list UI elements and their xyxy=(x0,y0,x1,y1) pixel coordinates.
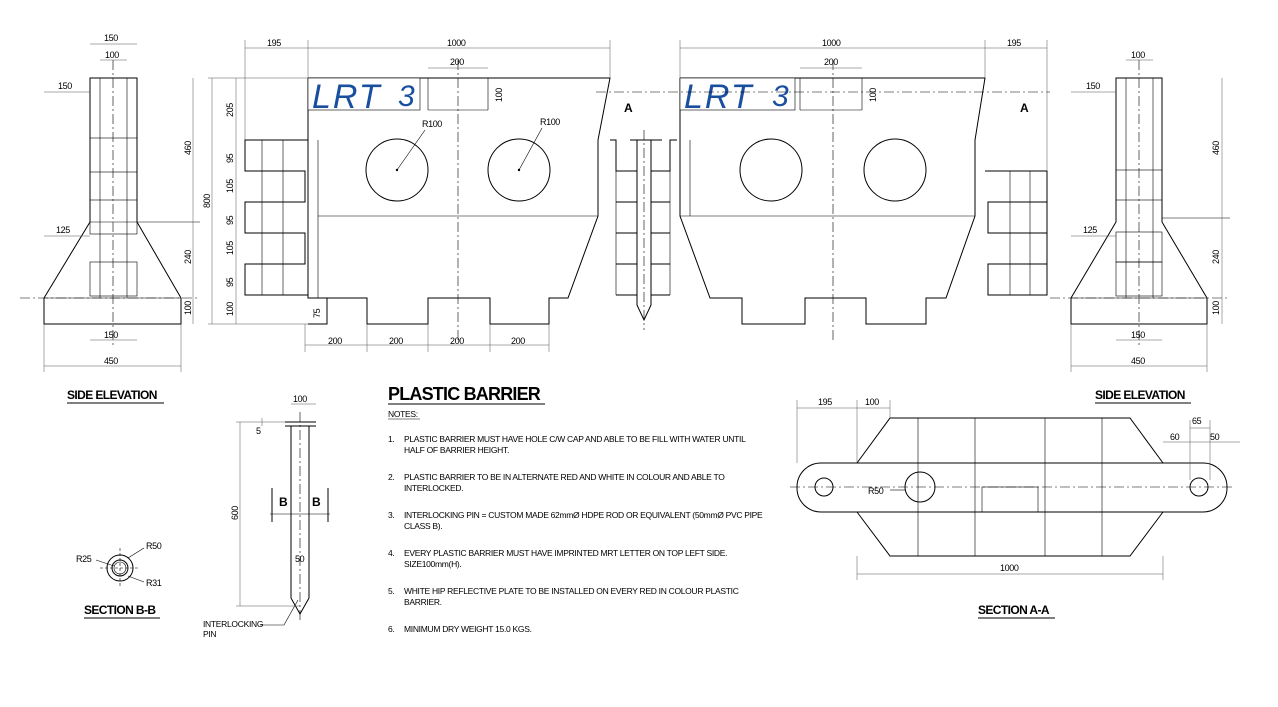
dim-label: 95 xyxy=(225,153,235,163)
dim-label: 150 xyxy=(104,33,118,43)
dim-label: 1000 xyxy=(1000,563,1019,573)
dim-label: 200 xyxy=(389,336,403,346)
dim-label: 450 xyxy=(104,356,118,366)
dim-label: 1000 xyxy=(822,38,841,48)
note-number: 4. xyxy=(388,548,395,558)
dim-label: 150 xyxy=(1086,81,1100,91)
notes-block: PLASTIC BARRIER NOTES: 1. PLASTIC BARRIER… xyxy=(388,384,763,634)
dim-label: 100 xyxy=(183,301,193,315)
dim-label: 195 xyxy=(818,397,832,407)
radius-label: R50 xyxy=(146,541,162,551)
note-line: INTERLOCKING PIN = CUSTOM MADE 62mmØ HDP… xyxy=(404,510,763,520)
dim-label: 460 xyxy=(1211,141,1221,155)
pin-label: INTERLOCKING xyxy=(203,619,263,629)
section-mark-a: A xyxy=(624,101,633,115)
radius-label: R50 xyxy=(868,486,884,496)
dim-label: 200 xyxy=(511,336,525,346)
dim-label: 150 xyxy=(58,81,72,91)
dim-label: 150 xyxy=(104,330,118,340)
note-line: PLASTIC BARRIER TO BE IN ALTERNATE RED A… xyxy=(404,472,725,482)
dim-label: 195 xyxy=(1007,38,1021,48)
dim-label: 50 xyxy=(1210,432,1220,442)
dim-label: 5 xyxy=(256,426,261,436)
dim-label: 195 xyxy=(267,38,281,48)
note-line: SIZE100mm(H). xyxy=(404,559,462,569)
note-number: 1. xyxy=(388,434,395,444)
note-line: BARRIER. xyxy=(404,597,442,607)
dim-label: 450 xyxy=(1131,356,1145,366)
dim-label: 150 xyxy=(1131,330,1145,340)
note-number: 5. xyxy=(388,586,395,596)
note-line: WHITE HIP REFLECTIVE PLATE TO BE INSTALL… xyxy=(404,586,739,596)
radius-label: R25 xyxy=(76,554,92,564)
dim-label: 205 xyxy=(225,103,235,117)
dim-label: 100 xyxy=(865,397,879,407)
interlocking-pin-detail: B B 100 5 600 50 INTERLOCKING PIN xyxy=(203,394,330,639)
section-bb: R25 R50 R31 SECTION B-B xyxy=(76,541,162,619)
dim-label: 95 xyxy=(225,277,235,287)
dim-label: 600 xyxy=(230,506,240,520)
radius-label: R100 xyxy=(422,119,442,129)
logo-text: LRT xyxy=(684,78,754,116)
logo-suffix: 3 xyxy=(772,80,789,113)
logo-text: LRT xyxy=(312,78,382,116)
side-elevation-left: 150 100 150 125 460 240 100 150 450 SIDE… xyxy=(20,33,200,404)
dim-label: 100 xyxy=(293,394,307,404)
note-line: PLASTIC BARRIER MUST HAVE HOLE C/W CAP A… xyxy=(404,434,746,444)
dim-label: 200 xyxy=(450,57,464,67)
note-line: MINIMUM DRY WEIGHT 15.0 KGS. xyxy=(404,624,532,634)
dim-label: 100 xyxy=(225,302,235,316)
dim-label: 100 xyxy=(494,88,504,102)
front-elevation: R100 R100 LRT 3 LRT 3 A A xyxy=(202,38,1050,352)
note-line: HALF OF BARRIER HEIGHT. xyxy=(404,445,509,455)
drawing-title: PLASTIC BARRIER xyxy=(388,384,541,404)
dim-label: 200 xyxy=(328,336,342,346)
note-line: INTERLOCKED. xyxy=(404,483,463,493)
radius-label: R100 xyxy=(540,117,560,127)
section-mark-b: B xyxy=(312,495,321,509)
dim-label: 100 xyxy=(1211,301,1221,315)
dim-label: 100 xyxy=(868,88,878,102)
dim-label: 60 xyxy=(1170,432,1180,442)
dim-label: 125 xyxy=(1083,225,1097,235)
dim-label: 240 xyxy=(183,250,193,264)
dim-label: 105 xyxy=(225,241,235,255)
dim-label: 50 xyxy=(295,554,305,564)
dim-label: 240 xyxy=(1211,250,1221,264)
label-side-elevation: SIDE ELEVATION xyxy=(67,388,157,402)
dim-label: 95 xyxy=(225,215,235,225)
dim-label: 460 xyxy=(183,141,193,155)
dim-label: 100 xyxy=(1131,50,1145,60)
pin-label: PIN xyxy=(203,629,216,639)
note-number: 3. xyxy=(388,510,395,520)
note-line: CLASS B). xyxy=(404,521,442,531)
dim-label: 75 xyxy=(312,308,322,318)
logo-suffix: 3 xyxy=(398,80,415,113)
dim-label: 200 xyxy=(824,57,838,67)
dim-label: 100 xyxy=(105,50,119,60)
dim-label: 125 xyxy=(56,225,70,235)
notes-heading: NOTES: xyxy=(388,409,418,419)
dim-label: 105 xyxy=(225,179,235,193)
label-side-elevation: SIDE ELEVATION xyxy=(1095,388,1185,402)
dim-label: 65 xyxy=(1192,416,1202,426)
section-aa: R50 195 100 1000 65 60 50 SECTION A-A xyxy=(790,397,1240,619)
notes-list: 1. PLASTIC BARRIER MUST HAVE HOLE C/W CAP… xyxy=(388,434,763,634)
note-line: EVERY PLASTIC BARRIER MUST HAVE IMPRINTE… xyxy=(404,548,727,558)
dim-label: 200 xyxy=(450,336,464,346)
section-mark-b: B xyxy=(279,495,288,509)
dim-label: 1000 xyxy=(447,38,466,48)
radius-label: R31 xyxy=(146,578,162,588)
label-section-aa: SECTION A-A xyxy=(978,603,1050,617)
note-number: 6. xyxy=(388,624,395,634)
note-number: 2. xyxy=(388,472,395,482)
dim-label: 800 xyxy=(202,194,212,208)
section-mark-a: A xyxy=(1020,101,1029,115)
side-elevation-right: 100 150 125 460 240 100 150 450 SIDE ELE… xyxy=(1050,50,1230,404)
label-section-bb: SECTION B-B xyxy=(84,603,156,617)
